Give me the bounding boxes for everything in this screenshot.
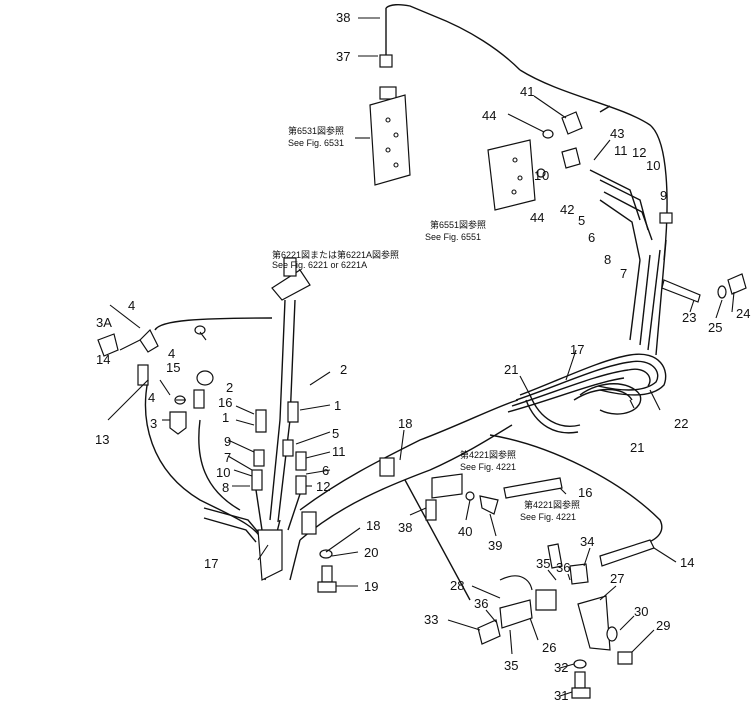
part-number: 44 — [482, 108, 496, 123]
part-number: 38 — [336, 10, 350, 25]
part-number: 36 — [474, 596, 488, 611]
part-number: 14 — [96, 352, 110, 367]
part-number: 14 — [680, 555, 694, 570]
part-number: 1 — [334, 398, 341, 413]
part-number: 10 — [216, 465, 230, 480]
part-number: 28 — [450, 578, 464, 593]
part-number: 4 — [168, 346, 175, 361]
part-number: 15 — [166, 360, 180, 375]
part-number: 3 — [150, 416, 157, 431]
part-number: 38 — [398, 520, 412, 535]
part-number: 25 — [708, 320, 722, 335]
part-number: 12 — [316, 479, 330, 494]
part-number: 1 — [534, 168, 541, 183]
part-number: 6 — [322, 463, 329, 478]
ref-note-6551-en: See Fig. 6551 — [425, 232, 481, 242]
part-number: 36 — [556, 560, 570, 575]
ref-note-4221a-cn: 第4221図参照 — [460, 449, 516, 460]
part-number: 35 — [536, 556, 550, 571]
part-number: 39 — [488, 538, 502, 553]
ref-note-4221b-cn: 第4221図参照 — [524, 499, 580, 510]
part-number: 43 — [610, 126, 624, 141]
part-number: 24 — [736, 306, 750, 321]
leader-lines — [107, 17, 735, 697]
part-number: 3A — [96, 315, 112, 330]
part-number: 9 — [660, 188, 667, 203]
part-number: 30 — [634, 604, 648, 619]
part-number: 26 — [542, 640, 556, 655]
part-number: 13 — [95, 432, 109, 447]
left-control-assembly — [97, 257, 311, 581]
part-number: 35 — [504, 658, 518, 673]
part-number: 16 — [218, 395, 232, 410]
part-number: 4 — [148, 390, 155, 405]
ref-note-6551-cn: 第6551図参照 — [430, 219, 486, 230]
part-number: 2 — [340, 362, 347, 377]
part-number: 17 — [570, 342, 584, 357]
part-number: 41 — [520, 84, 534, 99]
part-number: 21 — [630, 440, 644, 455]
part-number: 16 — [578, 485, 592, 500]
part-number: 29 — [656, 618, 670, 633]
part-number: 10 — [646, 158, 660, 173]
part-number: 2 — [226, 380, 233, 395]
part-number: 7 — [620, 266, 627, 281]
part-number: 19 — [364, 579, 378, 594]
part-number: 4 — [128, 298, 135, 313]
part-number: 5 — [578, 213, 585, 228]
part-number: 20 — [364, 545, 378, 560]
part-number: 33 — [424, 612, 438, 627]
part-number: 1 — [222, 410, 229, 425]
part-number: 18 — [398, 416, 412, 431]
lower-fittings — [317, 473, 655, 699]
part-number: 9 — [224, 434, 231, 449]
part-number: 7 — [224, 450, 231, 465]
hose-bundle — [507, 353, 667, 434]
part-number: 21 — [504, 362, 518, 377]
top-valve-assembly — [355, 3, 521, 186]
part-number: 11 — [614, 143, 628, 158]
part-number: 34 — [580, 534, 594, 549]
ref-note-4221b-en: See Fig. 4221 — [520, 512, 576, 522]
ref-note-6221-cn: 第6221図または第6221A図参照 — [272, 249, 399, 260]
ref-note-6531-en: See Fig. 6531 — [288, 138, 344, 148]
part-number: 31 — [554, 688, 568, 703]
ref-note-6531-cn: 第6531図参照 — [288, 125, 344, 136]
part-number: 6 — [588, 230, 595, 245]
part-number: 23 — [682, 310, 696, 325]
ref-note-4221a-en: See Fig. 4221 — [460, 462, 516, 472]
part-number: 32 — [554, 660, 568, 675]
part-number: 44 — [530, 210, 544, 225]
part-number: 17 — [204, 556, 218, 571]
part-number: 42 — [560, 202, 574, 217]
part-number: 8 — [604, 252, 611, 267]
reference-notes: 第6531図参照 See Fig. 6531 第6551図参照 See Fig.… — [272, 125, 580, 522]
part-number: 40 — [458, 524, 472, 539]
right-valve-assembly — [487, 69, 747, 356]
part-number: 11 — [332, 444, 346, 459]
part-number: 18 — [366, 518, 380, 533]
part-number: 22 — [674, 416, 688, 431]
part-number: 5 — [332, 426, 339, 441]
part-number: 12 — [632, 145, 646, 160]
ref-note-6221-en: See Fig. 6221 or 6221A — [272, 260, 367, 270]
part-numbers: 38 37 41 44 43 11 12 10 1 0 44 42 5 9 6 … — [95, 10, 750, 703]
part-number: 8 — [222, 480, 229, 495]
part-number: 0 — [542, 168, 549, 183]
part-number: 37 — [336, 49, 350, 64]
part-number: 27 — [610, 571, 624, 586]
